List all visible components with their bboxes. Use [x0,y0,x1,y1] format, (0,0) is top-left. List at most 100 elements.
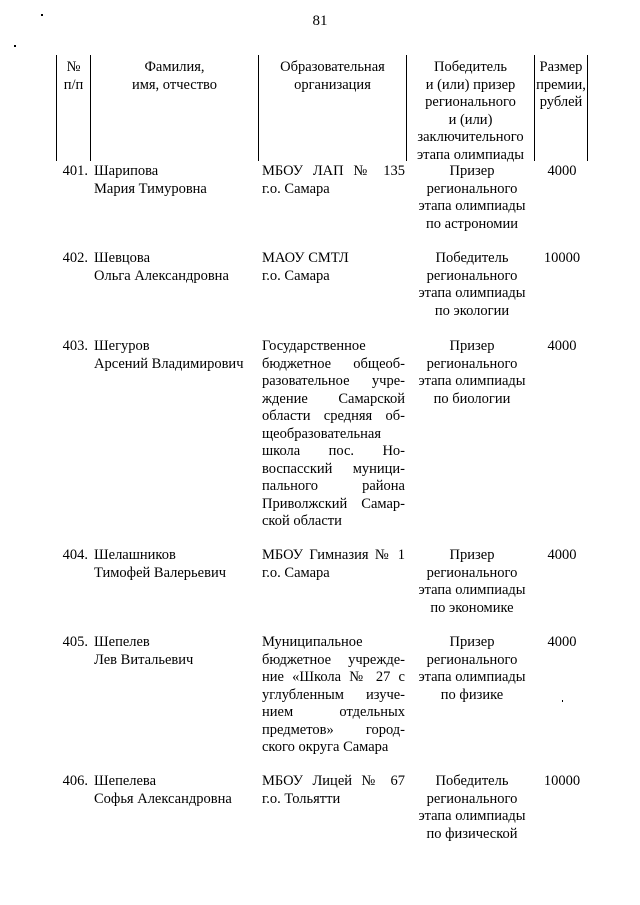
org-line: г.о. Тольятти [262,790,341,807]
status-line: этапа олимпиады [418,198,526,214]
status-line: этапа олимпиады [418,285,526,301]
org-line: бюджетное общеоб- [262,355,405,372]
org-line: ской области [262,513,342,529]
header-line: имя, отчество [131,76,218,93]
header-line: рублей [539,94,583,110]
header-line: премии, [536,76,586,93]
status-line: регионального [426,355,518,372]
name-line: Шелашников [94,547,176,563]
header-line: п/п [63,76,84,93]
student-name: Шегуров Арсений Владимирович [94,338,260,373]
header-line: этапа олимпиады [416,146,525,163]
name-line: Шегуров [94,338,150,354]
name-line: Арсений Владимирович [94,355,244,372]
org-line: МБОУ Гимназия № 1 [262,547,405,563]
page-number: 81 [312,13,328,29]
org-line: г.о. Самара [262,267,330,284]
org-line: школа пос. Но- [262,443,405,459]
org-line: нием отдельных [262,704,405,720]
org-line: пального района [262,478,405,494]
student-name: Шевцова Ольга Александровна [94,250,260,285]
header-line: и (или) [448,111,493,128]
prize-amount: 4000 [547,634,577,650]
status-line: Призер [449,547,495,563]
status-line: по биологии [433,390,511,407]
prize-amount: 10000 [543,250,581,266]
prize-amount: 4000 [547,547,577,563]
name-line: Шепелева [94,773,157,789]
header-line: заключительного [417,129,524,145]
org-line: предметов» город- [262,721,405,738]
header-line: Победитель [434,59,507,75]
scan-speck [41,14,43,16]
status-line: Победитель [435,773,509,789]
org-line: Государственное [262,338,366,354]
status-line: Призер [449,163,495,179]
org-line: области средняя об- [262,408,405,424]
row-number: 402. [62,250,88,266]
prize-amount: 4000 [547,338,577,354]
olympiad-status: Призер регионального этапа олимпиады по … [408,338,536,408]
status-line: Призер [449,338,495,354]
org-line: ского округа Самара [262,739,389,755]
header-status: Победитель и (или) призер регионального … [406,55,534,163]
header-organization: Образовательная организация [258,55,406,161]
row-number: 406. [62,773,88,789]
status-line: по экологии [434,302,510,319]
status-line: этапа олимпиады [418,373,526,389]
status-line: по экономике [430,599,514,616]
org-line: ждение Самарской [262,390,405,407]
header-line: № [66,59,81,75]
student-name: Шарипова Мария Тимуровна [94,163,260,198]
student-name: Шепелев Лев Витальевич [94,634,260,669]
status-line: регионального [426,180,518,197]
org-line: Приволжский Самар- [262,495,405,512]
student-name: Шелашников Тимофей Валерьевич [94,547,260,582]
org-line: ние «Школа № 27 с [262,669,405,685]
name-line: Софья Александровна [94,790,232,807]
row-number: 403. [62,338,88,354]
status-line: по астрономии [426,215,518,232]
org-line: МАОУ СМТЛ [262,250,349,266]
status-line: регионального [426,790,518,807]
status-line: по физике [440,686,504,703]
olympiad-status: Победитель регионального этапа олимпиады… [408,250,536,320]
organization: Муниципальное бюджетное учрежде- ние «Шк… [262,634,405,757]
org-line: углубленным изуче- [262,686,405,703]
header-line: Размер [539,59,583,75]
header-name: Фамилия, имя, отчество [90,55,258,161]
org-line: бюджетное учрежде- [262,651,405,668]
header-line: организация [294,76,371,93]
header-prize: Размер премии, рублей [534,55,588,161]
name-line: Шевцова [94,250,151,266]
header-line: Фамилия, [144,59,205,75]
olympiad-status: Победитель регионального этапа олимпиады… [408,773,536,843]
status-line: этапа олимпиады [418,582,526,598]
scan-speck [562,700,563,702]
student-name: Шепелева Софья Александровна [94,773,260,808]
org-line: воспасский муници- [262,460,405,477]
header-line: и (или) призер [425,76,516,93]
header-line: Образовательная [280,59,385,75]
prize-amount: 4000 [547,163,577,179]
prize-amount: 10000 [543,773,581,789]
organization: МБОУ ЛАП № 135 г.о. Самара [262,163,405,198]
name-line: Шепелев [94,634,150,650]
status-line: регионального [426,651,518,668]
status-line: регионального [426,267,518,284]
org-line: г.о. Самара [262,564,330,581]
organization: МАОУ СМТЛ г.о. Самара [262,250,405,285]
row-number: 401. [62,163,88,179]
org-line: МБОУ ЛАП № 135 [262,163,405,179]
row-number: 405. [62,634,88,650]
org-line: Муниципальное [262,634,363,650]
name-line: Тимофей Валерьевич [94,564,227,581]
organization: МБОУ Лицей № 67 г.о. Тольятти [262,773,405,808]
status-line: Призер [449,634,495,650]
org-line: щеобразовательная [262,425,382,442]
status-line: этапа олимпиады [418,808,526,824]
olympiad-status: Призер регионального этапа олимпиады по … [408,547,536,617]
status-line: регионального [426,564,518,581]
header-line: регионального [425,94,516,110]
status-line: этапа олимпиады [418,669,526,685]
